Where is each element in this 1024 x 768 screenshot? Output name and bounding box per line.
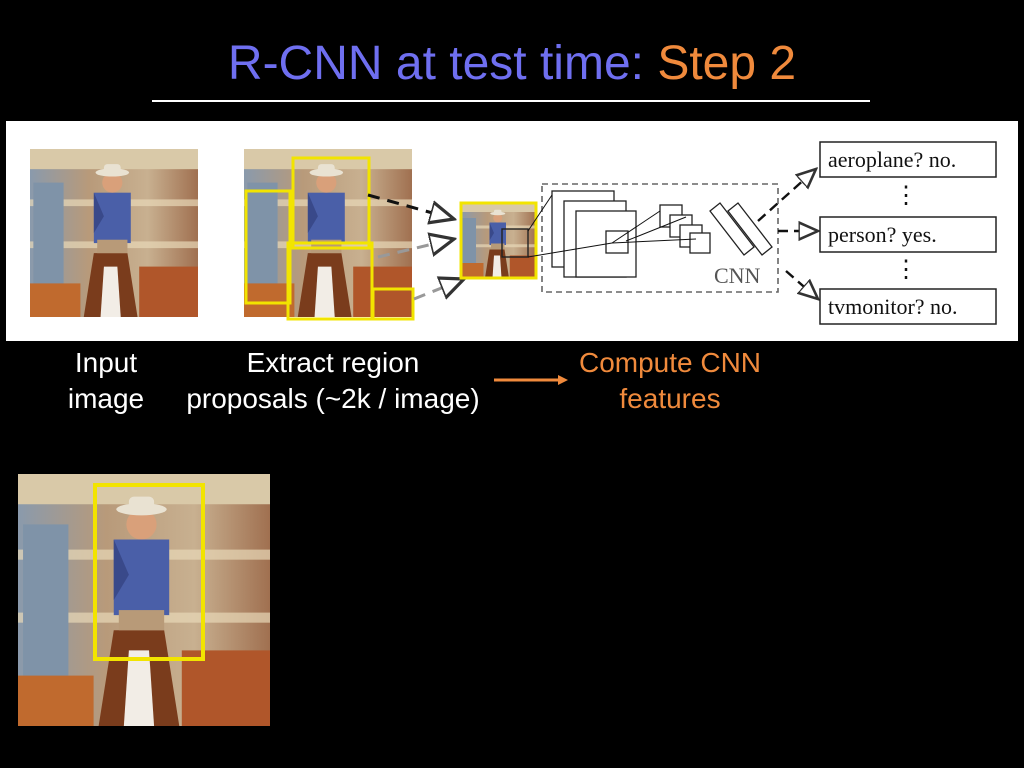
proposal-box-left <box>244 189 292 305</box>
caption-extract-line2: proposals (~2k / image) <box>186 383 480 414</box>
warped-region <box>459 201 538 280</box>
output-label-tvmonitor: tvmonitor? no. <box>819 288 997 325</box>
ellipsis-bottom: ⋮ <box>894 257 918 283</box>
proposal-box-person <box>291 156 371 250</box>
caption-compute-cnn: Compute CNN features <box>560 345 780 417</box>
proposals-image-thumbnail <box>244 149 415 321</box>
output-arrows <box>757 169 818 299</box>
caption-extract-line1: Extract region <box>246 347 420 378</box>
proposal-box-horse <box>286 241 374 321</box>
tvmonitor-answer: no. <box>930 294 958 319</box>
pipeline-svg: CNN aeroplane? no. ⋮ person? yes. ⋮ tvmo… <box>30 141 997 325</box>
output-label-aeroplane: aeroplane? no. <box>819 141 997 178</box>
caption-input-line1: Input <box>74 347 138 378</box>
rcnn-pipeline-diagram: CNN aeroplane? no. ⋮ person? yes. ⋮ tvmo… <box>6 121 1018 341</box>
input-image-thumbnail <box>30 149 198 317</box>
flow-arrow-icon <box>494 375 568 385</box>
aeroplane-class: aeroplane? <box>828 147 923 172</box>
caption-compute-line2: features <box>619 383 721 414</box>
output-label-person: person? yes. <box>819 216 997 253</box>
caption-input-line2: image <box>67 383 145 414</box>
title-underline <box>152 100 870 102</box>
aeroplane-answer: no. <box>929 147 957 172</box>
svg-text:aeroplane? no.: aeroplane? no. <box>828 147 956 172</box>
selected-proposal-box <box>93 483 205 661</box>
svg-text:person? yes.: person? yes. <box>828 222 937 247</box>
person-answer: yes. <box>902 222 937 247</box>
caption-compute-line1: Compute CNN <box>578 347 762 378</box>
cnn-label: CNN <box>714 263 761 288</box>
title-main: R-CNN at test time: <box>227 37 658 90</box>
cnn-block: CNN <box>527 183 779 293</box>
warp-arrows <box>367 193 464 299</box>
proposal-box-small <box>371 287 415 321</box>
caption-extract-proposals: Extract region proposals (~2k / image) <box>168 345 498 417</box>
caption-input-image: Input image <box>56 345 156 417</box>
ellipsis-top: ⋮ <box>894 183 918 209</box>
title-step: Step 2 <box>657 37 797 90</box>
person-class: person? <box>828 222 896 247</box>
svg-text:tvmonitor? no.: tvmonitor? no. <box>828 294 958 319</box>
tvmonitor-class: tvmonitor? <box>828 294 925 319</box>
selected-region-photo <box>18 474 270 726</box>
slide-title: R-CNN at test time: Step 2 <box>0 36 1024 92</box>
